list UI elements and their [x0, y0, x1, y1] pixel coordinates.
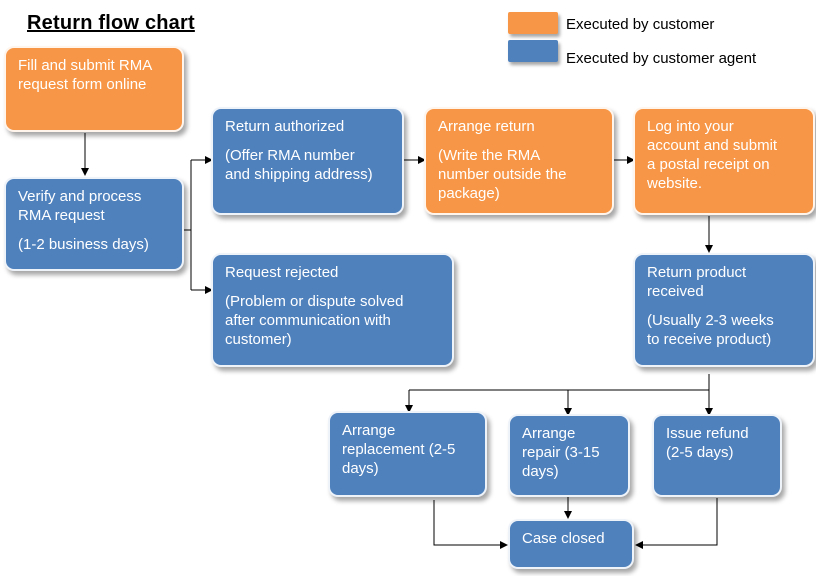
node-case-closed-text: Case closed — [522, 530, 605, 547]
node-verify: Verify and process RMA request (1-2 busi… — [4, 177, 184, 271]
node-repair-text: Arrange repair (3-15 days) — [522, 425, 600, 480]
node-replacement: Arrange replacement (2-5 days) — [328, 411, 487, 497]
node-rejected-title: Request rejected — [225, 264, 339, 281]
node-refund: Issue refund (2-5 days) — [652, 414, 782, 497]
node-received-title: Return product received — [647, 264, 747, 300]
node-fill-submit: Fill and submit RMA request form online — [4, 46, 184, 132]
node-login: Log into your account and submit a posta… — [633, 107, 815, 215]
node-rejected: Request rejected (Problem or dispute sol… — [211, 253, 454, 367]
legend-swatch-agent — [508, 40, 558, 62]
node-received-detail: (Usually 2-3 weeks to receive product) — [647, 312, 774, 348]
node-authorized-detail: (Offer RMA number and shipping address) — [225, 147, 373, 183]
legend-label-customer: Executed by customer — [566, 16, 715, 33]
node-login-text: Log into your account and submit a posta… — [647, 118, 778, 192]
node-arrange-return-title: Arrange return — [438, 118, 535, 135]
node-received: Return product received (Usually 2-3 wee… — [633, 253, 815, 367]
node-verify-detail: (1-2 business days) — [18, 236, 149, 253]
edge-refund-to-closed — [635, 498, 718, 549]
node-authorized: Return authorized (Offer RMA number and … — [211, 107, 404, 215]
node-arrange-return: Arrange return (Write the RMA number out… — [424, 107, 614, 215]
node-repair: Arrange repair (3-15 days) — [508, 414, 630, 497]
node-replacement-text: Arrange replacement (2-5 days) — [342, 422, 456, 477]
node-verify-title: Verify and process RMA request — [18, 188, 142, 224]
node-rejected-detail: (Problem or dispute solved after communi… — [225, 293, 404, 348]
legend-label-agent: Executed by customer agent — [566, 50, 757, 67]
node-authorized-title: Return authorized — [225, 118, 345, 135]
node-fill-submit-text: Fill and submit RMA request form online — [18, 57, 153, 93]
node-refund-text: Issue refund (2-5 days) — [666, 425, 749, 461]
node-case-closed: Case closed — [508, 519, 634, 569]
node-arrange-return-detail: (Write the RMA number outside the packag… — [438, 147, 567, 202]
legend-swatch-customer — [508, 12, 558, 34]
chart-title: Return flow chart — [27, 12, 195, 34]
edge-replacement-to-closed — [433, 500, 508, 549]
